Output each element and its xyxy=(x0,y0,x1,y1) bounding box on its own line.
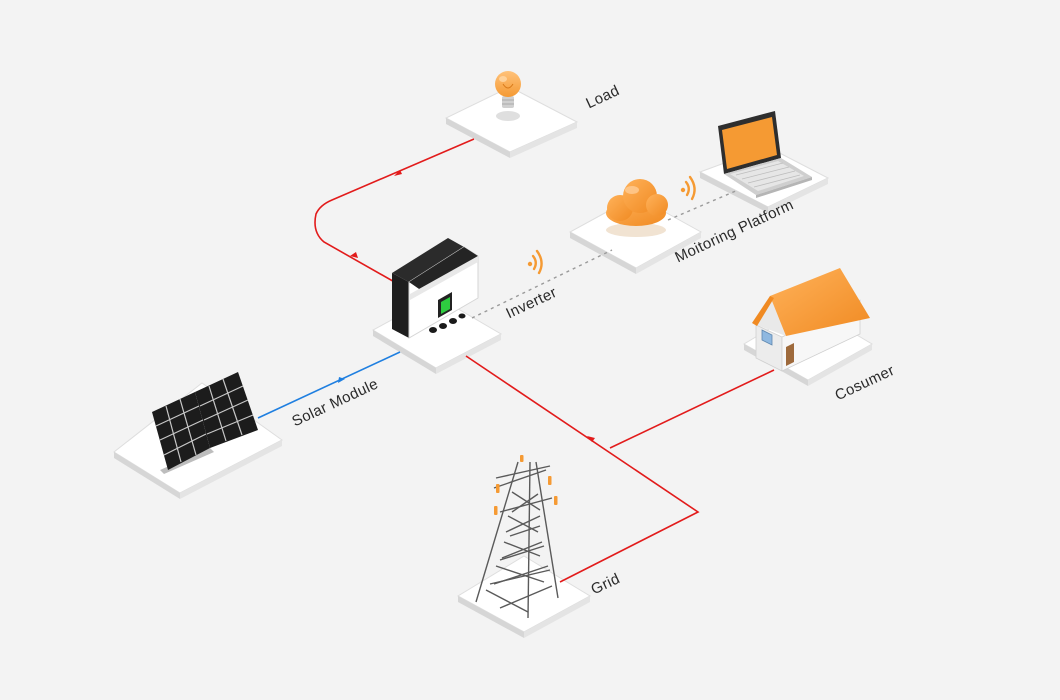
insulator-icon xyxy=(494,455,558,515)
laptop-icon xyxy=(718,111,812,198)
house-icon xyxy=(752,268,870,372)
wifi-icon xyxy=(680,175,696,201)
inverter-icon xyxy=(392,238,479,339)
cloud-icon xyxy=(606,179,668,237)
consumer-line xyxy=(609,369,775,449)
load-line xyxy=(314,138,475,285)
bulb-icon xyxy=(495,71,521,121)
wifi-icon xyxy=(527,249,543,275)
monitoring-link xyxy=(471,189,739,319)
grid-line xyxy=(465,355,700,583)
grid-platform xyxy=(456,555,592,638)
solar-panel-icon xyxy=(152,372,258,474)
tower-icon xyxy=(475,461,559,619)
solar-line xyxy=(257,351,401,419)
